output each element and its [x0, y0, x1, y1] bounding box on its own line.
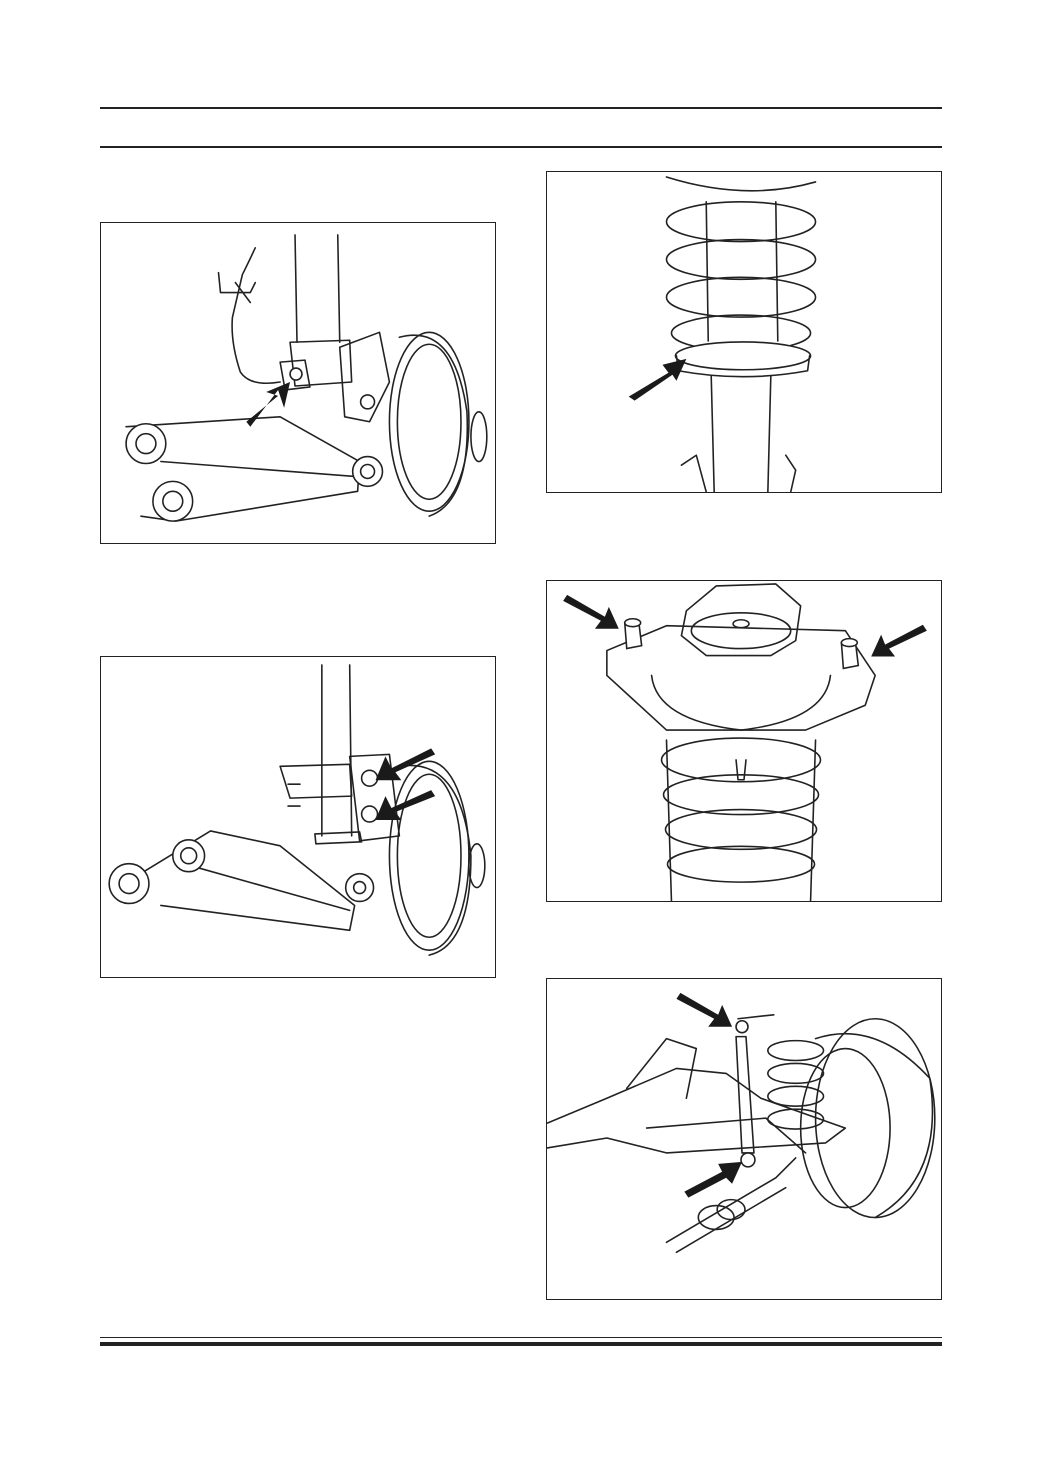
header-rule-top	[100, 107, 942, 109]
footer-rule-thick	[100, 1342, 942, 1346]
pointer-arrow	[375, 748, 436, 781]
pointer-arrow	[246, 382, 291, 427]
header-rule-bottom	[100, 146, 942, 148]
rear-knuckle-strut-bolts-icon	[108, 664, 486, 956]
footer-rule-thin	[100, 1337, 942, 1338]
figure-shock-absorber	[546, 978, 942, 1300]
figure-brake-hose-clip	[100, 222, 496, 544]
pointer-arrow	[628, 358, 687, 401]
pointer-arrow	[375, 790, 436, 820]
coil-spring-lower-seat-icon	[628, 176, 817, 492]
rear-suspension-brake-hose-bracket-icon	[125, 234, 488, 522]
figure-knuckle-bolts	[100, 656, 496, 978]
pointer-arrow	[563, 594, 619, 629]
figure-spring-seat	[546, 171, 942, 493]
pointer-arrow	[871, 624, 927, 657]
figure-top-mount-nuts	[546, 580, 942, 902]
strut-top-mount-nuts-icon	[563, 583, 927, 901]
shock-absorber-upper-lower-mount-icon	[547, 992, 936, 1254]
pointer-arrow	[684, 1161, 743, 1198]
pointer-arrow	[676, 992, 733, 1027]
